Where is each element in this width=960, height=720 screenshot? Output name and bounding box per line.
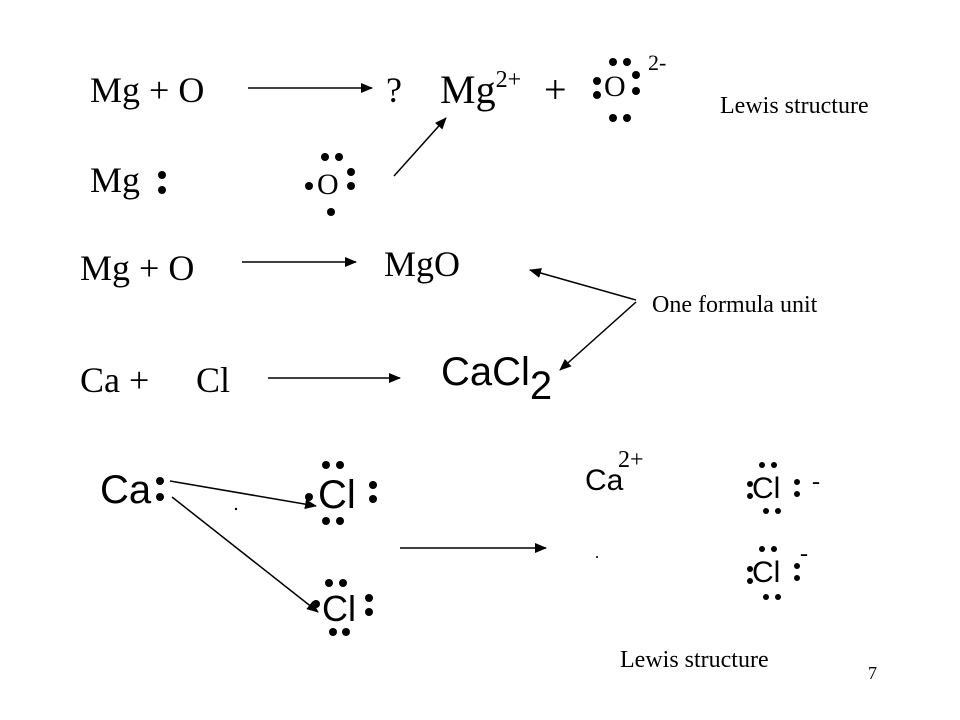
row4-reactant-cl: Cl — [196, 360, 231, 400]
row1-reactant: Mg + O — [90, 70, 205, 110]
cacl2-base: CaCl — [441, 350, 530, 394]
row3-reactant: Mg + O — [80, 248, 195, 288]
lower-cl-atom-electron-dots — [312, 579, 373, 636]
cacl2-product: CaCl2 — [441, 350, 552, 406]
arrow-diagonal-to-mg-ion — [393, 117, 447, 177]
upper-chloride-ion-symbol: Cl — [752, 472, 781, 505]
mg-ion-symbol: Mg — [440, 67, 496, 112]
ca-atom-symbol: Ca — [100, 468, 152, 512]
cacl2-subscript: 2 — [529, 364, 553, 408]
mg-electron-dots — [158, 171, 166, 194]
formula-unit-label: One formula unit — [652, 292, 818, 318]
oxide-ion-charge: 2- — [648, 50, 667, 75]
mg-ion: Mg2+ — [440, 67, 522, 112]
mg-atom-symbol: Mg — [90, 160, 141, 200]
arrow-ca-to-upper-cl — [169, 480, 317, 510]
oxide-ion-symbol: O — [604, 70, 626, 103]
mgo-product: MgO — [384, 244, 461, 284]
row1-plus: + — [544, 67, 567, 112]
arrow-ca-to-lower-cl — [171, 496, 319, 613]
ca-ion-symbol: Ca — [585, 464, 624, 497]
row4-reactant-ca: Ca + — [80, 360, 150, 400]
lewis-structure-label-bottom: Lewis structure — [620, 647, 769, 673]
arrow-formula-unit-to-mgo — [529, 268, 637, 301]
arrow-formula-unit-to-cacl2 — [559, 301, 637, 371]
upper-cl-atom-electron-dots — [234, 461, 377, 525]
slide-number: 7 — [868, 663, 877, 683]
upper-chloride-ion-electron-dots — [747, 462, 800, 514]
lower-cl-atom-symbol: Cl — [322, 588, 356, 629]
row1-question-mark: ? — [386, 70, 402, 110]
upper-chloride-ion-charge: - — [812, 469, 820, 495]
ca-electron-dots — [156, 477, 164, 501]
oxygen-atom-symbol: O — [317, 168, 339, 201]
lewis-structure-label-top: Lewis structure — [720, 93, 869, 119]
lower-chloride-ion-electron-dots — [596, 546, 800, 600]
oxide-ion-electron-dots — [593, 58, 640, 122]
oxygen-atom-electron-dots — [305, 153, 355, 216]
upper-cl-atom-symbol: Cl — [318, 473, 356, 517]
mg-ion-charge: 2+ — [495, 67, 522, 93]
lower-chloride-ion-symbol: Cl — [752, 556, 781, 589]
lower-chloride-ion-charge: - — [800, 541, 808, 567]
ca-ion-charge: 2+ — [618, 447, 644, 473]
